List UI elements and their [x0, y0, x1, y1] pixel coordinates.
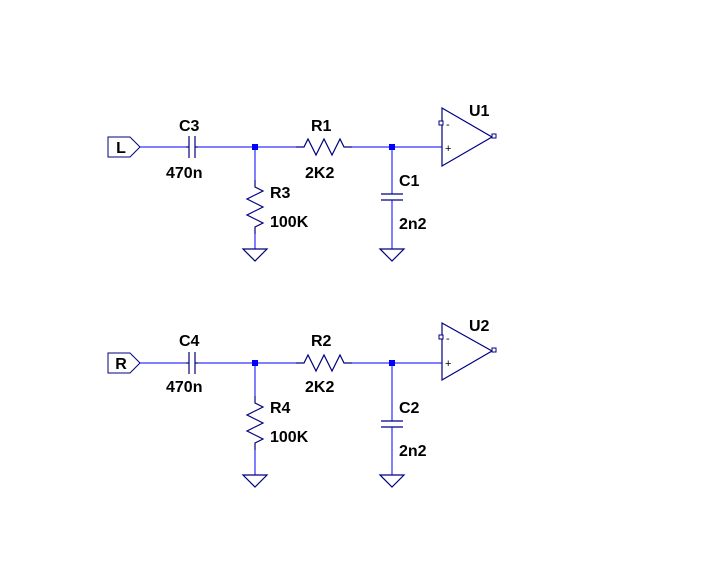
c2-value-label: 2n2 [399, 443, 427, 460]
u2-minus-sign: - [446, 333, 450, 345]
r1-ref-label: R1 [311, 118, 332, 135]
c1-value-label: 2n2 [399, 216, 427, 233]
c4-value-label: 470n [166, 379, 202, 396]
r2-value-label: 2K2 [305, 379, 334, 396]
input-port-l[interactable] [107, 136, 141, 158]
u1-plus-sign: + [445, 143, 451, 155]
opamp-u2[interactable] [438, 321, 497, 382]
r3-value-label: 100K [270, 214, 309, 231]
channel-r: R C4 470n R2 2K2 R4 100K [107, 318, 497, 488]
resistor-r2[interactable] [296, 353, 352, 373]
c2-ref-label: C2 [399, 400, 420, 417]
resistor-r1[interactable] [296, 137, 352, 157]
ground-symbol [378, 474, 406, 488]
ground-symbol [378, 248, 406, 262]
u1-ref-label: U1 [469, 103, 490, 120]
c4-ref-label: C4 [179, 333, 200, 350]
ground-symbol [241, 248, 269, 262]
c3-value-label: 470n [166, 165, 202, 182]
capacitor-c3[interactable] [186, 136, 198, 158]
u2-plus-sign: + [445, 358, 451, 370]
input-port-r[interactable] [107, 352, 141, 374]
resistor-r3[interactable] [245, 180, 265, 234]
c3-ref-label: C3 [179, 118, 200, 135]
r3-ref-label: R3 [270, 185, 291, 202]
u1-minus-sign: - [446, 119, 450, 131]
c1-ref-label: C1 [399, 173, 420, 190]
r4-value-label: 100K [270, 429, 309, 446]
ground-symbol [241, 474, 269, 488]
capacitor-c1[interactable] [381, 193, 403, 201]
opamp-u1[interactable] [438, 106, 497, 168]
r1-value-label: 2K2 [305, 165, 334, 182]
r4-ref-label: R4 [270, 400, 291, 417]
capacitor-c4[interactable] [186, 352, 198, 374]
channel-l: L C3 470n R1 2K2 R3 100K [107, 103, 497, 262]
capacitor-c2[interactable] [381, 420, 403, 428]
resistor-r4[interactable] [245, 396, 265, 450]
port-label-l: L [116, 140, 126, 157]
port-label-r: R [115, 356, 127, 373]
u2-ref-label: U2 [469, 318, 490, 335]
r2-ref-label: R2 [311, 333, 332, 350]
